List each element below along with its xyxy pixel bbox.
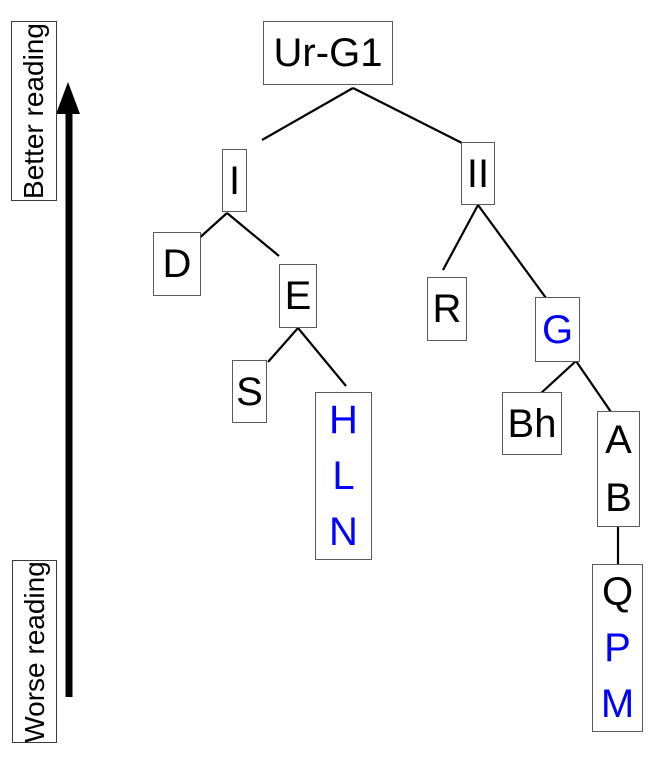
edge-urg1-ii	[352, 87, 463, 144]
node-s: S	[232, 360, 267, 423]
node-r-label: R	[432, 287, 462, 331]
node-r: R	[427, 277, 467, 341]
node-i: I	[222, 149, 247, 212]
better-reading-label: Better reading	[11, 21, 57, 201]
node-e-label: E	[284, 274, 312, 318]
node-bh: Bh	[502, 392, 562, 455]
node-qpm-letter-m: M	[600, 682, 635, 726]
edge-e-hln	[297, 327, 347, 387]
node-s-label: S	[236, 369, 263, 414]
node-bh-label: Bh	[507, 401, 557, 446]
node-ab-letter-a: A	[605, 418, 632, 462]
node-hln: H L N	[315, 392, 372, 560]
node-ur-g1: Ur-G1	[263, 21, 393, 85]
node-qpm: Q P M	[592, 564, 643, 732]
edge-urg1-i	[261, 87, 354, 141]
edge-g-ab	[575, 360, 612, 413]
node-i-label: I	[228, 158, 241, 203]
node-ii-label: II	[466, 151, 490, 196]
node-d: D	[153, 232, 201, 296]
edge-e-s	[267, 327, 299, 363]
node-qpm-letter-p: P	[604, 626, 631, 670]
edge-ii-r	[442, 204, 479, 271]
worse-reading-text: Worse reading	[18, 560, 50, 743]
node-qpm-letter-q: Q	[601, 570, 634, 614]
node-ur-g1-label: Ur-G1	[273, 31, 383, 75]
edge-ii-g	[477, 204, 547, 299]
node-e: E	[279, 264, 317, 328]
node-hln-letter-h: H	[329, 398, 358, 442]
edge-g-bh	[539, 360, 577, 395]
node-d-label: D	[162, 242, 192, 286]
worse-reading-label: Worse reading	[12, 560, 57, 743]
node-ab: A B	[597, 411, 640, 527]
better-direction-arrow	[56, 82, 80, 697]
better-reading-text: Better reading	[18, 23, 50, 199]
node-g-label: G	[541, 307, 574, 352]
node-hln-letter-l: L	[332, 454, 355, 498]
node-ab-letter-b: B	[605, 476, 632, 520]
node-hln-letter-n: N	[329, 510, 358, 554]
edge-i-e	[226, 212, 280, 257]
node-ii: II	[461, 142, 495, 205]
node-g: G	[535, 297, 580, 362]
